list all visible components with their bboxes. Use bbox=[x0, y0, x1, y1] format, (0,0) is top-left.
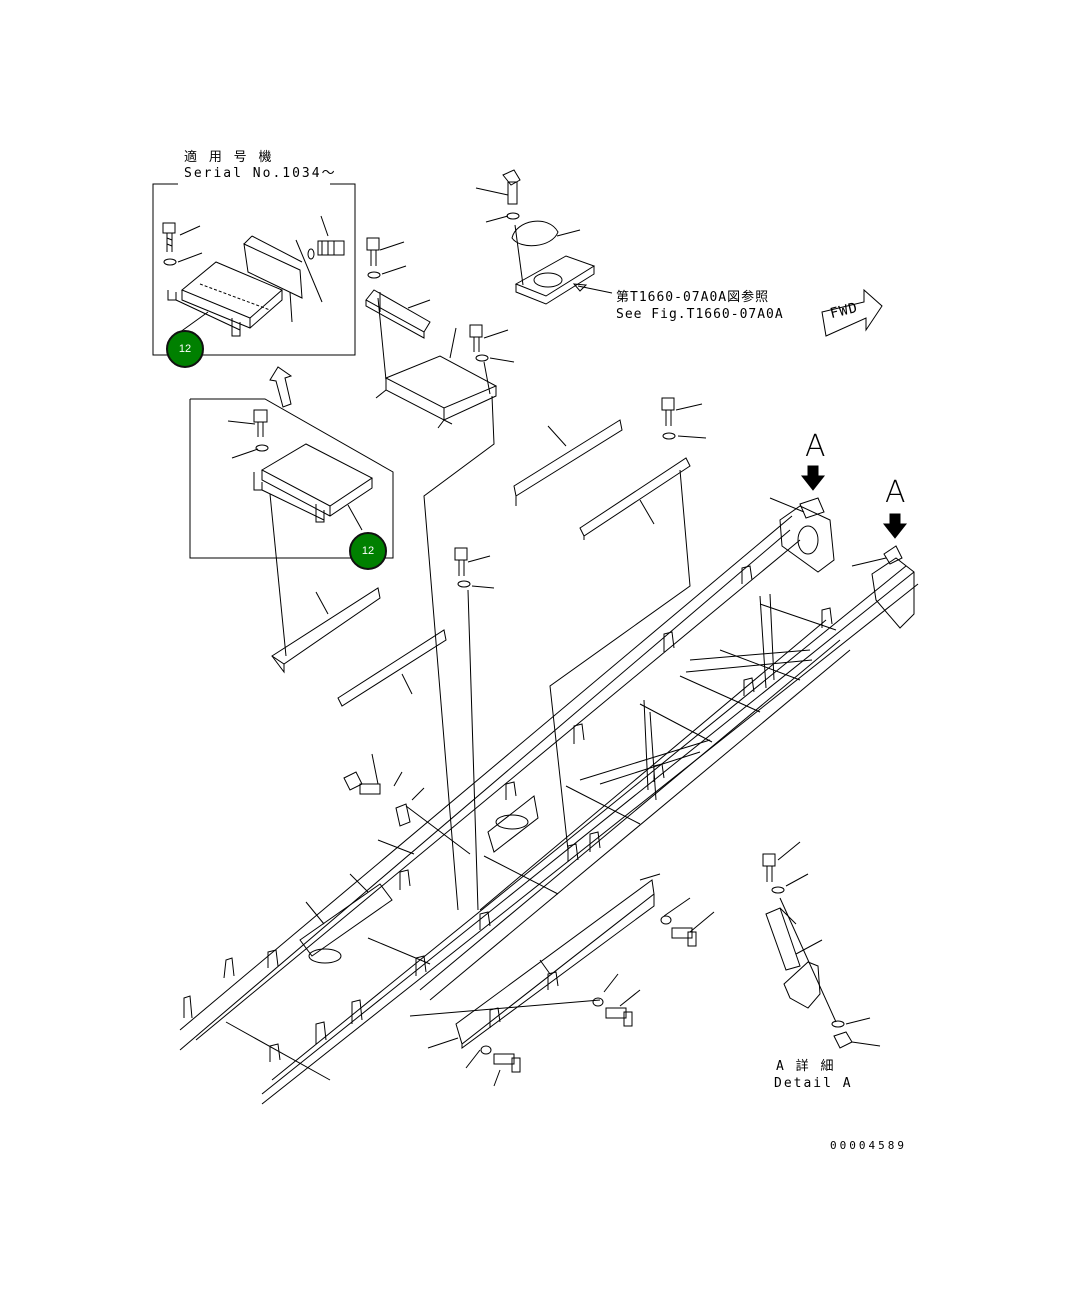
inset-box-lower bbox=[190, 399, 393, 558]
detail-jp-label: A 詳 細 bbox=[776, 1059, 836, 1074]
fwd-arrow-icon bbox=[822, 290, 882, 336]
view-a-marker-1: A bbox=[805, 429, 826, 464]
reference-jp-label: 第T1660-07A0A図参照 bbox=[616, 290, 770, 305]
view-a-arrows bbox=[802, 466, 906, 538]
reference-en-label: See Fig.T1660-07A0A bbox=[616, 307, 784, 322]
main-frame bbox=[180, 498, 918, 1104]
rail-tabs bbox=[184, 566, 832, 1062]
callout-12-lower[interactable]: 12 bbox=[349, 532, 387, 570]
up-arrow-icon bbox=[270, 367, 291, 407]
assembly-leader-lines bbox=[270, 396, 690, 910]
callout-12-upper[interactable]: 12 bbox=[166, 330, 204, 368]
applicable-jp-label: 適 用 号 機 bbox=[184, 150, 274, 165]
angle-brackets bbox=[272, 398, 706, 706]
frame-hardware bbox=[344, 772, 696, 1072]
drawing-number: 00004589 bbox=[830, 1139, 907, 1152]
serial-number-label: Serial No.1034～ bbox=[184, 166, 337, 181]
top-cover-plate bbox=[476, 170, 612, 304]
detail-a-drawing bbox=[763, 842, 880, 1048]
mid-box bbox=[366, 238, 514, 428]
detail-en-label: Detail A bbox=[774, 1076, 853, 1091]
view-a-marker-2: A bbox=[885, 475, 906, 510]
